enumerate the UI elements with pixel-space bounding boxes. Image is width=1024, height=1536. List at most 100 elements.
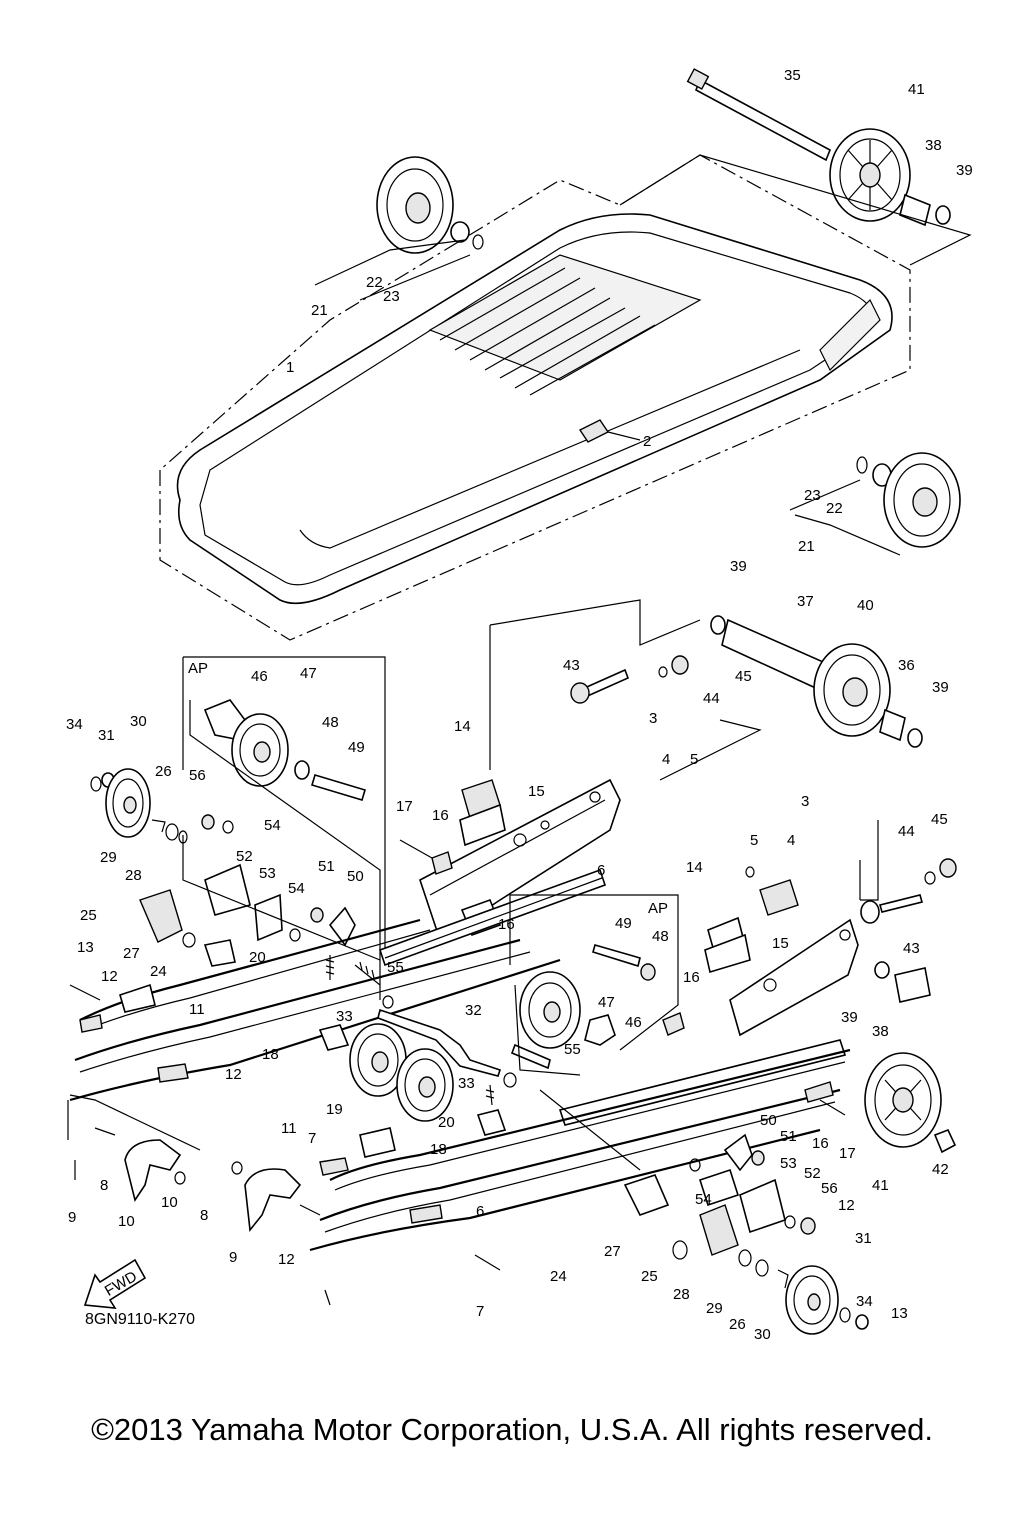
part-number: 55: [387, 959, 404, 976]
part-number: 51: [318, 858, 335, 875]
part-number: 16: [812, 1135, 829, 1152]
part-number: 40: [857, 597, 874, 614]
part-number: 33: [336, 1008, 353, 1025]
part-number: 49: [348, 739, 365, 756]
part-number: 39: [956, 162, 973, 179]
fwd-arrow-icon: FWD: [83, 1258, 147, 1309]
upper-shaft-assembly: [489, 599, 923, 781]
part-number: 12: [278, 1251, 295, 1268]
part-number: 29: [100, 849, 117, 866]
part-number: 51: [780, 1128, 797, 1145]
part-number: 8: [200, 1207, 208, 1224]
part-number: 20: [249, 949, 266, 966]
part-number: 54: [264, 817, 281, 834]
part-number: 7: [308, 1130, 316, 1147]
part-number: 27: [123, 945, 140, 962]
part-number: 17: [396, 798, 413, 815]
part-number: 46: [251, 668, 268, 685]
copyright-notice: ©2013 Yamaha Motor Corporation, U.S.A. A…: [91, 1412, 933, 1447]
part-number: 53: [259, 865, 276, 882]
part-number: 5: [750, 832, 758, 849]
part-number: 39: [841, 1009, 858, 1026]
part-number: 23: [804, 487, 821, 504]
part-number: 36: [898, 657, 915, 674]
part-number: 7: [476, 1303, 484, 1320]
part-number: 29: [706, 1300, 723, 1317]
parts-diagram: AP: [66, 67, 973, 1343]
part-number: 52: [804, 1165, 821, 1182]
part-number: 6: [476, 1203, 484, 1220]
part-number: 12: [101, 968, 118, 985]
part-number: 3: [801, 793, 809, 810]
part-number: 13: [891, 1305, 908, 1322]
part-number: 45: [735, 668, 752, 685]
part-number: 56: [821, 1180, 838, 1197]
part-number: 21: [311, 302, 328, 319]
part-number: 41: [872, 1177, 889, 1194]
part-number: 16: [432, 807, 449, 824]
part-number: 53: [780, 1155, 797, 1172]
part-number: 4: [787, 832, 795, 849]
part-number: 21: [798, 538, 815, 555]
part-number: 5: [690, 751, 698, 768]
part-number: 31: [855, 1230, 872, 1247]
part-number: 47: [300, 665, 317, 682]
part-number: 16: [498, 916, 515, 933]
part-number: 3: [649, 710, 657, 727]
part-number: 15: [528, 783, 545, 800]
drawing-code: 8GN9110-K270: [85, 1311, 195, 1328]
part-number-labels: 35 41 38 39 22 23 21 1 2 23 22 21 39 37 …: [66, 67, 973, 1343]
ap-box-left: AP: [182, 656, 386, 1000]
part-number: 15: [772, 935, 789, 952]
part-number: 34: [66, 716, 83, 733]
part-number: 33: [458, 1075, 475, 1092]
part-number: 38: [872, 1023, 889, 1040]
part-number: 18: [262, 1046, 279, 1063]
part-number: 14: [686, 859, 703, 876]
part-number: 10: [161, 1194, 178, 1211]
ap-label-right: AP: [648, 900, 668, 917]
part-number: 43: [563, 657, 580, 674]
part-number: 35: [784, 67, 801, 84]
part-number: 18: [430, 1141, 447, 1158]
part-number: 45: [931, 811, 948, 828]
part-number: 25: [641, 1268, 658, 1285]
part-number: 52: [236, 848, 253, 865]
part-number: 9: [68, 1209, 76, 1226]
part-number: 22: [826, 500, 843, 517]
ap-label-left: AP: [188, 660, 208, 677]
part-number: 11: [189, 1001, 205, 1018]
part-number: 44: [898, 823, 915, 840]
part-number: 32: [465, 1002, 482, 1019]
part-number: 46: [625, 1014, 642, 1031]
part-number: 20: [438, 1114, 455, 1131]
part-number: 56: [189, 767, 206, 784]
part-number: 50: [760, 1112, 777, 1129]
part-number: 54: [288, 880, 305, 897]
rear-axle-assembly: [619, 68, 972, 266]
part-number: 8: [100, 1177, 108, 1194]
part-number: 50: [347, 868, 364, 885]
part-number: 24: [150, 963, 167, 980]
part-number: 30: [754, 1326, 771, 1343]
part-number: 47: [598, 994, 615, 1011]
part-number: 43: [903, 940, 920, 957]
part-number: 2: [643, 433, 651, 450]
idler-wheel-right: [789, 452, 961, 556]
part-number: 30: [130, 713, 147, 730]
part-number: 14: [454, 718, 471, 735]
part-number: 39: [932, 679, 949, 696]
part-number: 25: [80, 907, 97, 924]
part-number: 55: [564, 1041, 581, 1058]
part-number: 54: [695, 1191, 712, 1208]
track-lugs: [428, 254, 881, 396]
part-number: 1: [286, 359, 294, 376]
part-number: 12: [225, 1066, 242, 1083]
part-number: 28: [673, 1286, 690, 1303]
left-rail-assembly: [67, 768, 621, 1202]
part-number: 16: [683, 969, 700, 986]
part-number: 31: [98, 727, 115, 744]
part-number: 44: [703, 690, 720, 707]
part-number: 26: [155, 763, 172, 780]
part-number: 48: [322, 714, 339, 731]
